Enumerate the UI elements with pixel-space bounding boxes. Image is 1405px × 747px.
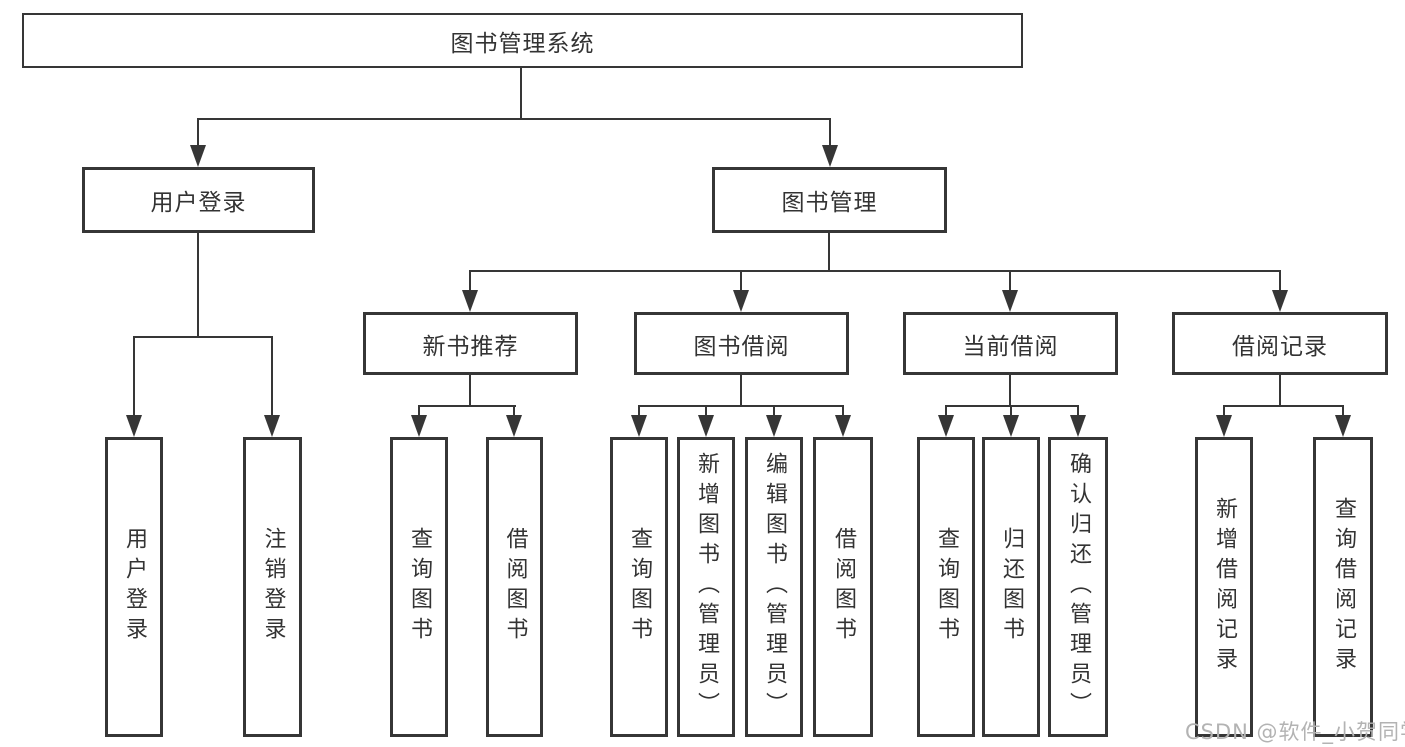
arrow-down-icon [698,415,714,437]
arrow-down-icon [1003,415,1019,437]
arrow-down-icon [1070,415,1086,437]
arrow-down-icon [190,145,206,167]
connector-new-book-branch [418,405,516,407]
connector-current-branch [945,405,1079,407]
node-library-management-system: 图书管理系统 [22,13,1023,68]
arrow-down-icon [506,415,522,437]
node-label: 查询图书 [627,527,652,647]
connector-drop-level3 [1009,270,1011,295]
leaf-add-borrow-record: 新增借阅记录 [1195,437,1253,737]
leaf-user-login: 用户登录 [105,437,163,737]
node-label: 确认归还（管理员） [1066,452,1091,722]
node-label: 查询图书 [934,527,959,647]
node-label: 查询图书 [407,527,432,647]
arrow-down-icon [1002,290,1018,312]
connector-drop-level3 [740,270,742,295]
leaf-add-books-admin: 新增图书（管理员） [677,437,735,737]
connector-current-stem [1009,375,1011,407]
connector-drop-leaf [418,405,420,419]
connector-root-stem [520,68,522,120]
leaf-borrow-books-1: 借阅图书 [486,437,543,737]
node-label: 新书推荐 [422,333,519,360]
connector-drop-leaf [842,405,844,419]
connector-drop-leaf [945,405,947,419]
leaf-borrow-books-2: 借阅图书 [813,437,873,737]
csdn-watermark: CSDN @软件_小贺同学 [1185,720,1405,744]
node-current-borrowing: 当前借阅 [903,312,1118,375]
arrow-down-icon [264,415,280,437]
node-label: 借阅记录 [1232,333,1328,360]
node-user-login: 用户登录 [82,167,315,233]
connector-drop-level3 [469,270,471,295]
node-label: 图书管理系统 [450,30,595,57]
node-label: 图书管理 [781,190,878,216]
connector-drop-leaf [1010,405,1012,419]
connector-new-book-stem [469,375,471,407]
arrow-down-icon [938,415,954,437]
node-label: 借阅图书 [502,527,528,647]
leaf-query-borrow-record: 查询借阅记录 [1313,437,1373,737]
node-borrowing-records: 借阅记录 [1172,312,1388,375]
connector-drop-leaf [1077,405,1079,419]
connector-drop-leaf [133,336,135,420]
connector-drop-leaf [638,405,640,419]
connector-drop-leaf [1342,405,1344,419]
node-label: 归还图书 [999,527,1024,647]
node-label: 新增借阅记录 [1212,497,1237,677]
arrow-down-icon [411,415,427,437]
arrow-down-icon [733,290,749,312]
node-label: 新增图书（管理员） [694,452,719,722]
connector-drop-leaf [705,405,707,419]
node-label: 用户登录 [122,527,147,647]
node-label: 编辑图书（管理员） [762,452,787,722]
connector-drop-leaf [1223,405,1225,419]
leaf-query-books-2: 查询图书 [610,437,668,737]
connector-borrowing-stem [740,375,742,407]
node-label: 注销登录 [260,527,286,647]
connector-borrowing-branch [638,405,844,407]
arrow-down-icon [766,415,782,437]
connector-drop-leaf [513,405,515,419]
node-label: 图书借阅 [693,333,790,360]
arrow-down-icon [835,415,851,437]
node-new-book-recommend: 新书推荐 [363,312,578,375]
arrow-down-icon [462,290,478,312]
leaf-logout: 注销登录 [243,437,302,737]
connector-records-branch [1223,405,1344,407]
arrow-down-icon [1216,415,1232,437]
leaf-return-books: 归还图书 [982,437,1040,737]
arrow-down-icon [1335,415,1351,437]
node-label: 查询借阅记录 [1331,497,1356,677]
leaf-query-books-3: 查询图书 [917,437,975,737]
connector-book-management-branch [469,270,1281,272]
connector-user-login-branch [133,336,273,338]
arrow-down-icon [822,145,838,167]
node-book-borrowing: 图书借阅 [634,312,849,375]
arrow-down-icon [1272,290,1288,312]
arrow-down-icon [631,415,647,437]
connector-book-management-stem [828,233,830,272]
connector-root-branch [197,118,831,120]
node-label: 用户登录 [150,190,247,216]
connector-user-login-stem [197,233,199,338]
arrow-down-icon [126,415,142,437]
leaf-edit-books-admin: 编辑图书（管理员） [745,437,803,737]
connector-drop-leaf [271,336,273,420]
connector-drop-user-login [197,118,199,150]
connector-drop-level3 [1279,270,1281,295]
node-book-management: 图书管理 [712,167,947,233]
connector-records-stem [1279,375,1281,407]
leaf-query-books-1: 查询图书 [390,437,448,737]
leaf-confirm-return-admin: 确认归还（管理员） [1048,437,1108,737]
node-label: 当前借阅 [962,333,1059,360]
connector-drop-leaf [773,405,775,419]
connector-drop-book-management [829,118,831,150]
node-label: 借阅图书 [831,527,856,647]
